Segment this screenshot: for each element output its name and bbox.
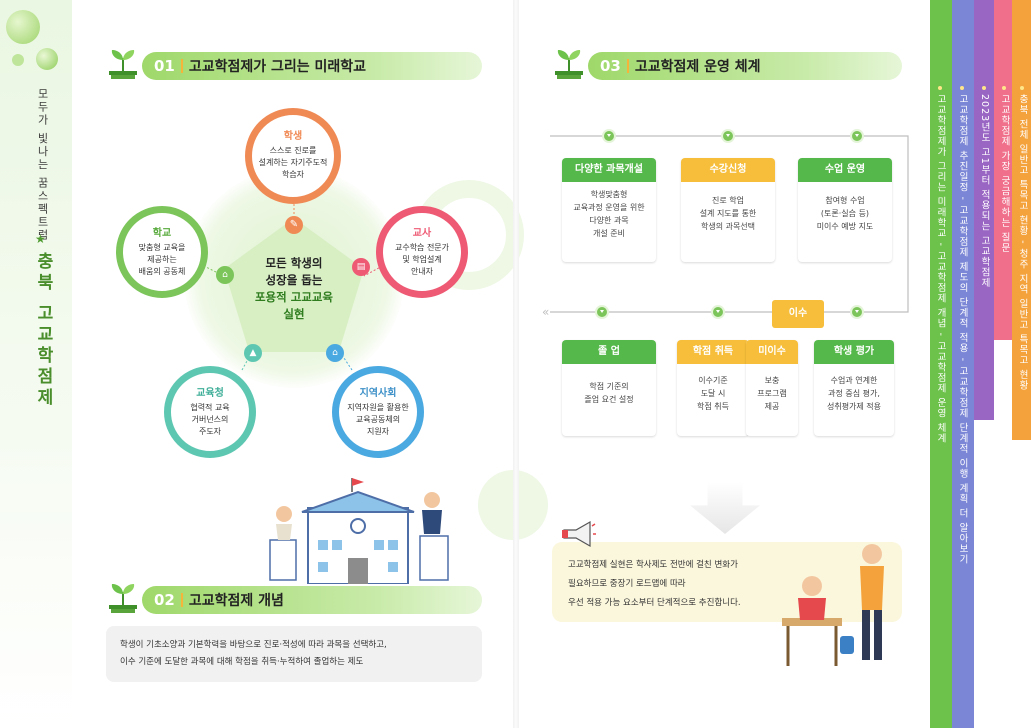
circle-community: 지역사회 지역자원을 활용한 교육공동체의 지원자	[332, 366, 424, 458]
sprout-icon	[109, 584, 137, 613]
strip-subtitle: 모두가 빛나는 꿈스펙트럼	[36, 88, 49, 242]
down-arrow-icon	[690, 482, 760, 534]
school-icon: ⌂	[216, 266, 234, 284]
note-box: 고교학점제 실현은 학사제도 전반에 걸친 변화가 필요하므로 중장기 로드맵에…	[552, 542, 902, 622]
flow-dot	[850, 305, 864, 319]
flow-dot	[850, 129, 864, 143]
tab-schedule-stages[interactable]: 고교학점제 추진일정 - 고교학점제 제도의 단계적 적용 - 고교학점제 단계…	[952, 0, 974, 728]
book-icon: ▤	[352, 258, 370, 276]
decor-bubble	[36, 48, 58, 70]
flow-card-credit-acquisition: 학점 취득 이수기준 도달 시 학점 취득	[677, 340, 749, 436]
circle-teacher: 교사 교수학습 전문가 및 학업설계 안내자	[376, 206, 468, 298]
tab-vision-concept-structure[interactable]: 고교학점제가 그리는 미래학교 - 고교학점제 개념 - 고교학점제 운영 체계	[930, 0, 952, 728]
sprout-icon	[555, 50, 583, 79]
page-spine	[513, 0, 519, 728]
tab-school-status[interactable]: 충북 전체 일반고 특목고 현황 - 청주 지역 일반고 특목고 현황	[1012, 0, 1031, 440]
flow-dot	[721, 129, 735, 143]
megaphone-icon	[560, 520, 596, 550]
section-number: 01	[154, 57, 175, 75]
flow-card-evaluation: 학생 평가 수업과 연계한 과정 중심 평가, 성취평가제 적용	[814, 340, 894, 436]
flow-card-incomplete: 미이수 보충 프로그램 제공	[746, 340, 798, 436]
star-icon: ★	[35, 232, 46, 246]
section1-header: 01 고교학점제가 그리는 미래학교	[106, 50, 482, 80]
decor-bubble	[12, 54, 24, 66]
sprout-icon	[109, 50, 137, 79]
pencil-icon: ✎	[285, 216, 303, 234]
flow-card-class-operation: 수업 운영 참여형 수업 (토론·실습 등) 미이수 예방 지도	[798, 158, 892, 262]
vision-center: 모든 학생의 성장을 돕는 포용적 고교교육 실현	[254, 256, 334, 321]
community-icon: ⌂	[326, 344, 344, 362]
isu-label: 이수	[772, 300, 824, 328]
flow-dot	[595, 305, 609, 319]
concept-box: 학생이 기초소양과 기본학력을 바탕으로 진로·적성에 따라 과목을 선택하고,…	[106, 626, 482, 682]
circle-student: 학생 스스로 진로를 설계하는 자기주도적 학습자	[245, 108, 341, 204]
graduation-cap-icon: ▲	[244, 344, 262, 362]
school-illustration	[269, 478, 449, 584]
flow-dot	[602, 129, 616, 143]
tab-2023-first-grade[interactable]: 2023년도 고1부터 적용되는 고교학점제	[974, 0, 994, 420]
section-title: 고교학점제 운영 체계	[634, 59, 761, 75]
flow-card-registration: 수강신청 진로 학업 설계 지도를 통한 학생의 과목선택	[681, 158, 775, 262]
decor-bubble	[6, 10, 40, 44]
tab-faq[interactable]: 고교학점제 가장 궁금해하는 질문	[994, 0, 1012, 340]
circle-school: 학교 맞춤형 교육을 제공하는 배움의 공동체	[116, 206, 208, 298]
section3-header: 03 고교학점제 운영 체계	[552, 50, 902, 80]
section-number: 03	[600, 57, 621, 75]
section2-header: 02 고교학점제 개념	[106, 584, 482, 614]
section-number: 02	[154, 591, 175, 609]
strip-title: 충북 고교학점제	[33, 252, 53, 409]
section-title: 고교학점제 개념	[188, 593, 284, 609]
section-title: 고교학점제가 그리는 미래학교	[188, 59, 367, 75]
left-strip: 모두가 빛나는 꿈스펙트럼 ★ 충북 고교학점제	[0, 0, 72, 728]
svg-text:«: «	[542, 305, 549, 319]
flow-card-graduation: 졸 업 학점 기준의 졸업 요건 설정	[562, 340, 656, 436]
circle-office: 교육청 협력적 교육 거버넌스의 주도자	[164, 366, 256, 458]
flow-card-course-opening: 다양한 과목개설 학생맞춤형 교육과정 운영을 위한 다양한 과목 개설 준비	[562, 158, 656, 262]
students-illustration	[782, 544, 884, 666]
flow-dot	[711, 305, 725, 319]
